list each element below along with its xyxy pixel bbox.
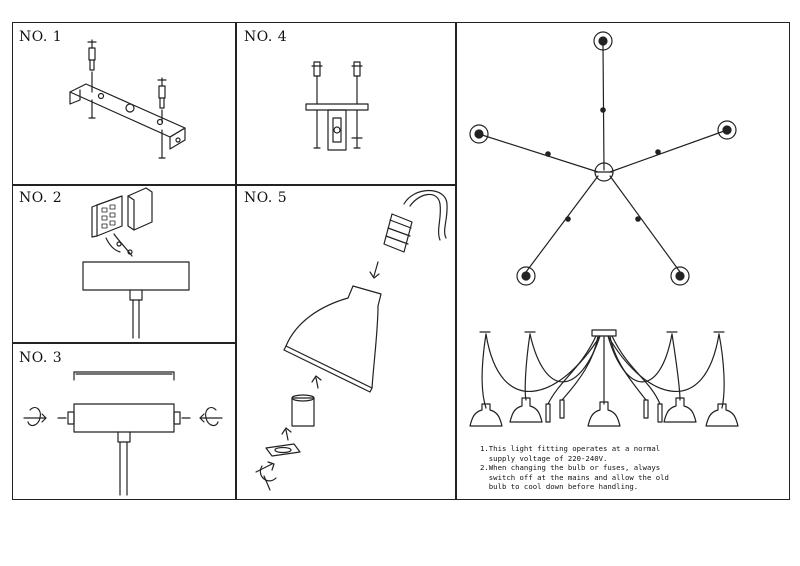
panel-5-frame bbox=[236, 185, 456, 500]
note-2-line-2: switch off at the mains and allow the ol… bbox=[480, 472, 669, 482]
note-1-line-2: supply voltage of 220-240V. bbox=[480, 453, 608, 463]
chandelier-side-view bbox=[469, 329, 739, 427]
panel-2-frame bbox=[12, 185, 236, 343]
safety-notes: 1.This light fitting operates at a norma… bbox=[480, 444, 710, 492]
wiring-illustration bbox=[82, 187, 190, 339]
bracket-fixing-illustration bbox=[305, 61, 369, 151]
shade-assembly-illustration bbox=[255, 190, 448, 491]
overview-panel-frame bbox=[456, 22, 790, 500]
panel-2-label: NO. 2 bbox=[19, 190, 63, 206]
panel-1-frame bbox=[12, 22, 236, 185]
note-2-line-1: 2.When changing the bulb or fuses, alway… bbox=[480, 463, 661, 473]
panel-1-label: NO. 1 bbox=[19, 29, 63, 45]
note-2-line-3: bulb to cool down before handling. bbox=[480, 482, 639, 492]
canopy-fixing-illustration bbox=[23, 371, 223, 496]
panel-4-label: NO. 4 bbox=[244, 29, 288, 45]
panel-4-frame bbox=[236, 22, 456, 185]
panel-5-label: NO. 5 bbox=[244, 190, 288, 206]
mounting-bracket-illustration bbox=[69, 39, 186, 159]
chandelier-top-view bbox=[469, 31, 737, 286]
panel-3-label: NO. 3 bbox=[19, 350, 63, 366]
panel-3-frame bbox=[12, 343, 236, 500]
note-1-line-1: 1.This light fitting operates at a norma… bbox=[480, 444, 661, 453]
